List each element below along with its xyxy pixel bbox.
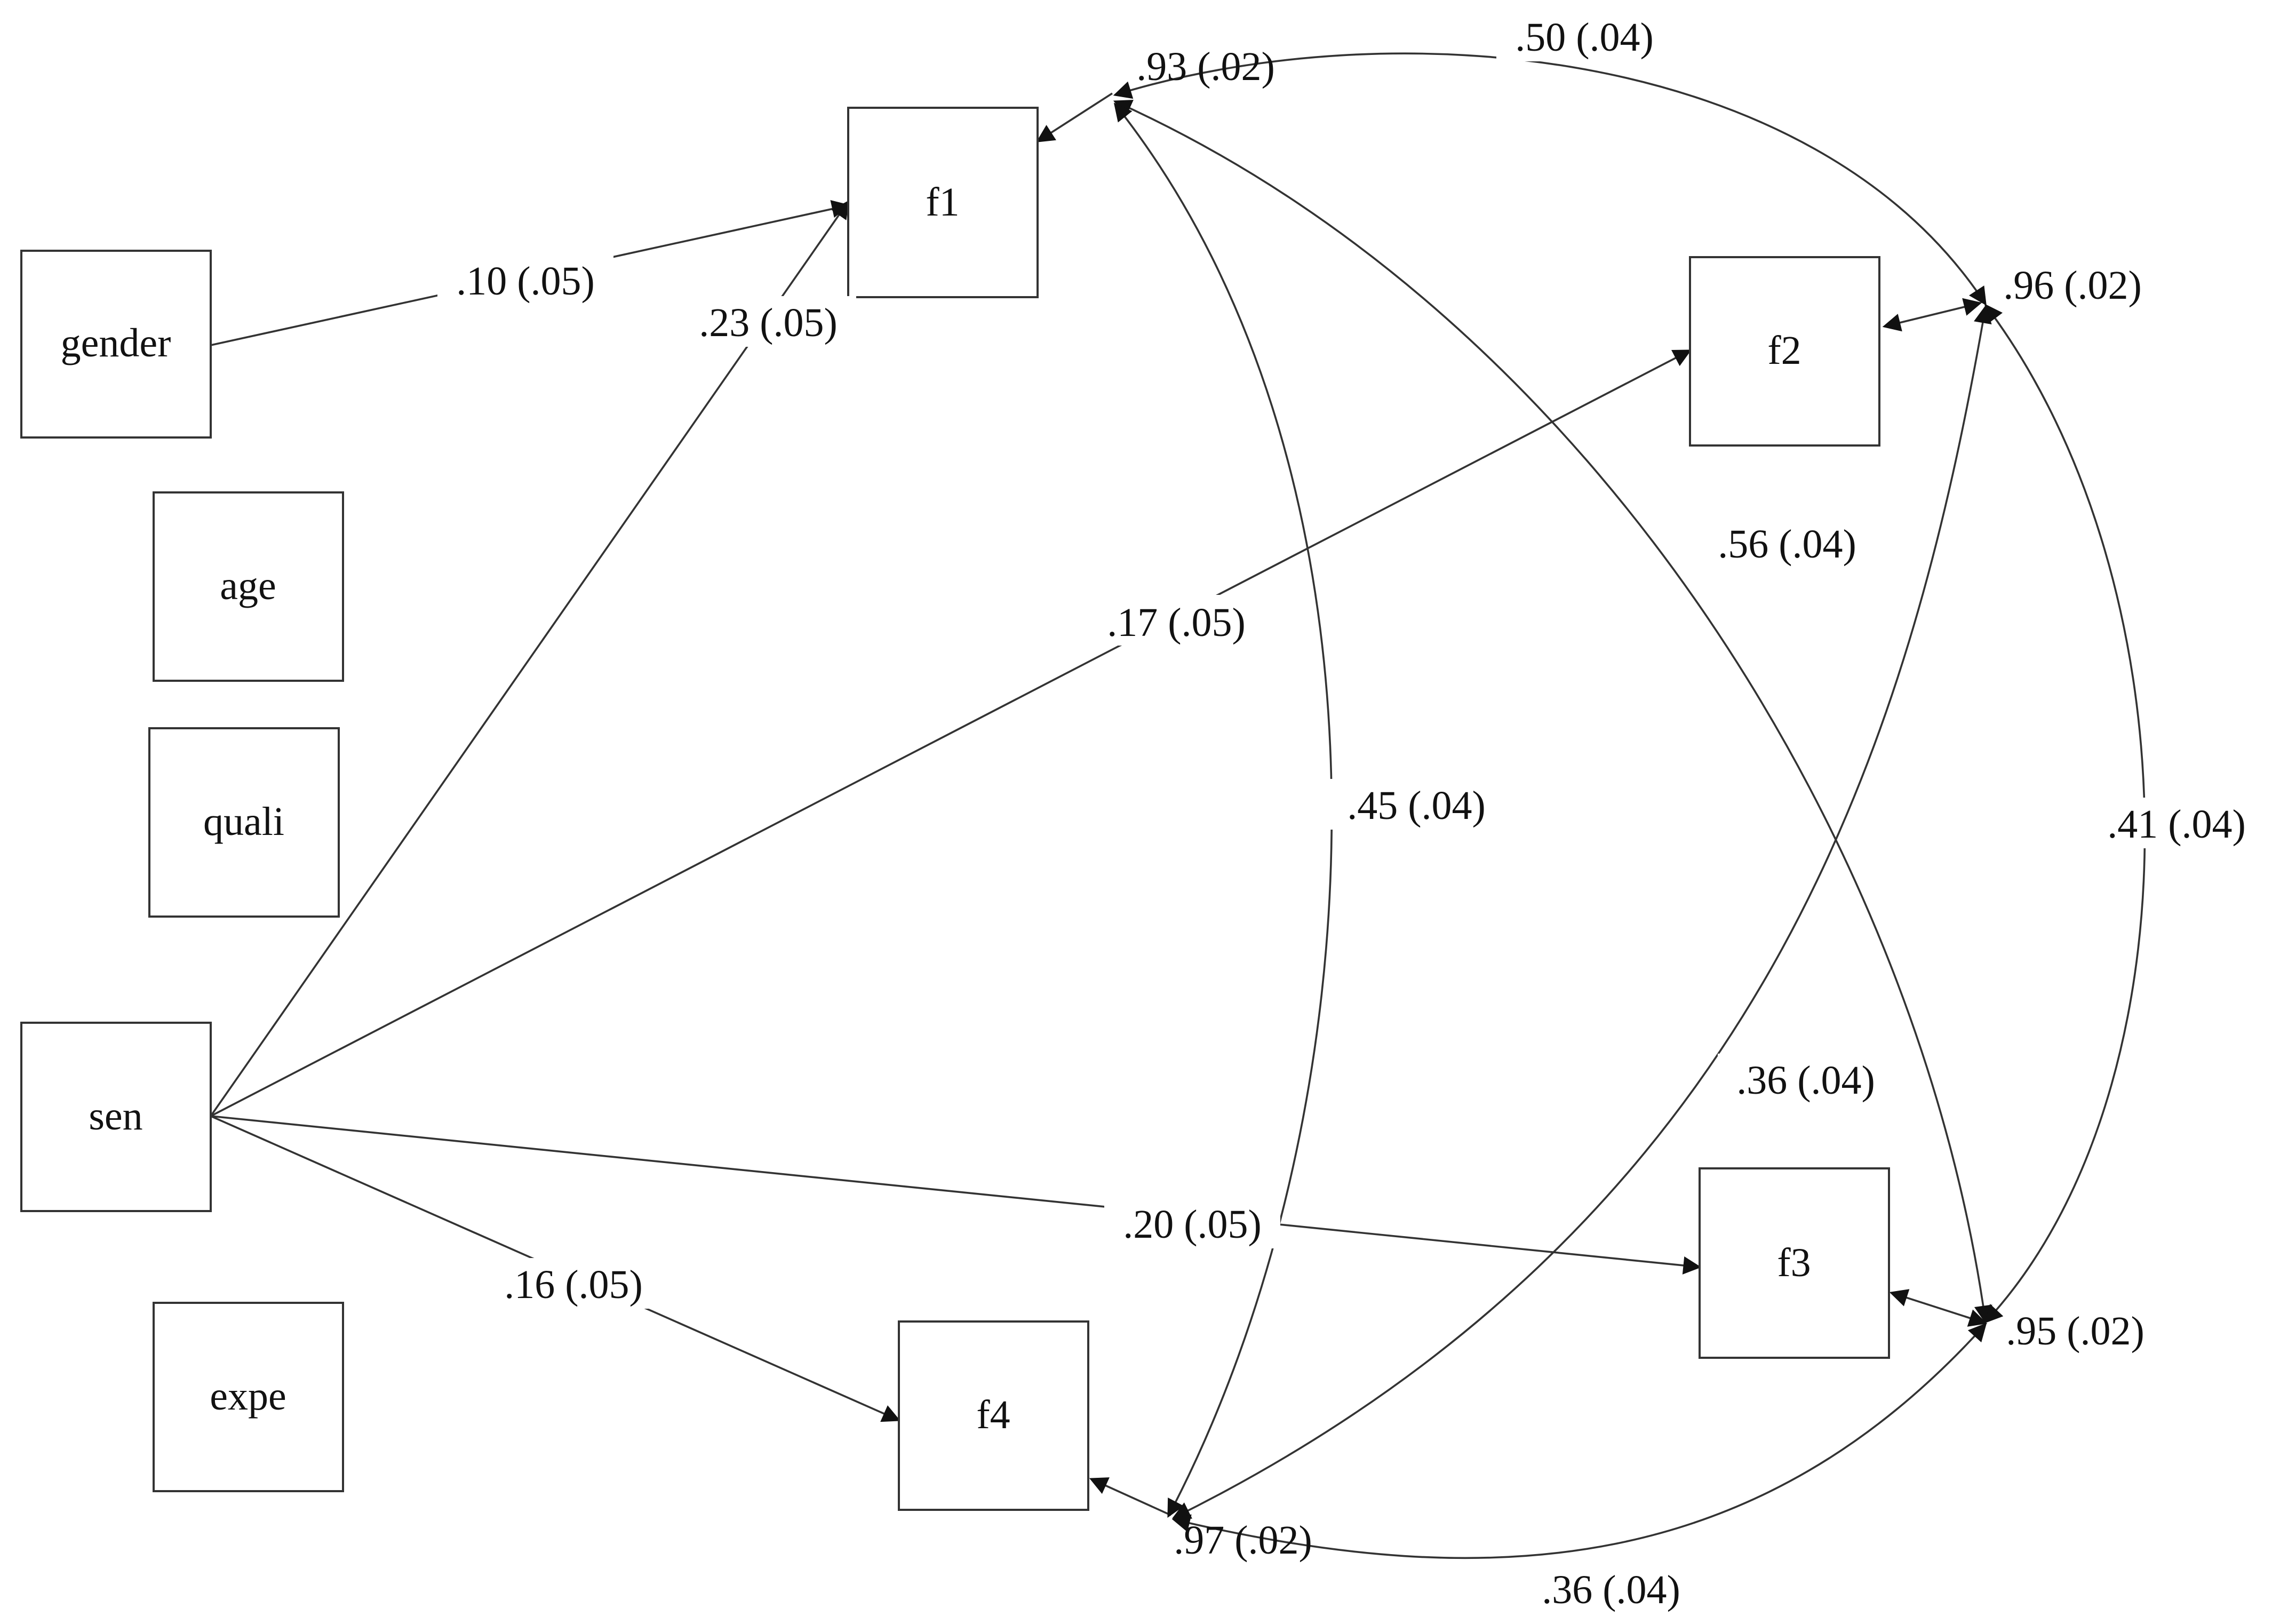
node-gender: gender xyxy=(20,250,212,439)
node-f4: f4 xyxy=(898,1320,1089,1511)
node-gender-label: gender xyxy=(61,321,171,365)
path-label-gender-f1: .10 (.05) xyxy=(456,259,595,304)
node-age-label: age xyxy=(220,563,276,608)
path-label-sen-f2: .17 (.05) xyxy=(1107,600,1246,645)
node-f3-label: f3 xyxy=(1777,1240,1811,1285)
path-label-sen-f1: .23 (.05) xyxy=(699,300,838,345)
node-f3: f3 xyxy=(1699,1167,1890,1359)
node-quali-label: quali xyxy=(203,799,284,844)
node-f1: f1 xyxy=(847,107,1039,298)
cov-label-f3-f4: .36 (.04) xyxy=(1542,1567,1680,1612)
residual-arrow-f2 xyxy=(1882,298,1982,332)
path-sen-f1 xyxy=(210,200,849,1117)
node-expe-label: expe xyxy=(210,1374,286,1419)
residual-label-f2: .96 (.02) xyxy=(2003,263,2142,308)
cov-curve-f3-f4 xyxy=(1171,1323,1987,1559)
node-age: age xyxy=(153,491,344,682)
residual-label-f3: .95 (.02) xyxy=(2006,1309,2145,1354)
node-expe: expe xyxy=(153,1302,344,1492)
path-sen-f2 xyxy=(210,349,1692,1117)
cov-label-f1-f3: .56 (.04) xyxy=(1718,522,1856,567)
node-f2: f2 xyxy=(1689,256,1880,447)
node-f4-label: f4 xyxy=(976,1392,1010,1437)
residual-arrow-f4 xyxy=(1089,1477,1171,1516)
node-f1-label: f1 xyxy=(926,180,959,225)
cov-label-f1-f2: .50 (.04) xyxy=(1515,15,1654,60)
edge-labels: .10 (.05) .23 (.05) .17 (.05) .20 (.05) … xyxy=(437,11,2262,1614)
nodes: gender age quali sen expe f1 f2 f3 xyxy=(20,107,1890,1511)
node-sen-label: sen xyxy=(89,1094,142,1139)
residual-label-f1: .93 (.02) xyxy=(1136,44,1275,89)
path-sen-f3 xyxy=(210,1115,1702,1275)
path-label-sen-f4: .16 (.05) xyxy=(504,1262,643,1307)
node-quali: quali xyxy=(148,727,340,918)
cov-label-f2-f3: .41 (.04) xyxy=(2107,802,2246,847)
cov-label-f2-f4: .36 (.04) xyxy=(1736,1058,1875,1103)
node-sen: sen xyxy=(20,1022,212,1212)
node-f2-label: f2 xyxy=(1767,328,1801,373)
residual-arrow-f3 xyxy=(1889,1289,1988,1327)
cov-curve-f1-f4 xyxy=(1113,102,1333,1518)
covariance-curves xyxy=(1113,52,2146,1559)
residual-arrow-f1 xyxy=(1036,92,1113,142)
residual-label-f4: .97 (.02) xyxy=(1174,1518,1312,1563)
path-label-sen-f3: .20 (.05) xyxy=(1123,1202,1262,1247)
cov-label-f1-f4: .45 (.04) xyxy=(1347,783,1486,828)
